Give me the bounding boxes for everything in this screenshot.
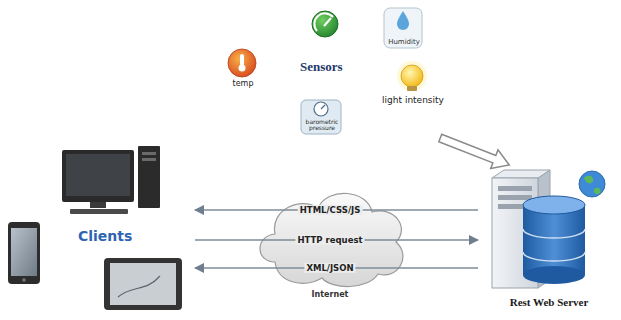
group-title: Sensors [300,60,343,75]
database-band [523,229,585,238]
tablet-body [8,222,40,284]
gauge-arc [314,13,333,31]
screen [66,154,130,196]
tower [138,146,160,208]
server-symbol [492,170,605,288]
tablet-body [104,258,182,310]
connector-label: HTML/CSS/JS [298,205,363,215]
globe [579,171,605,197]
tower-top [492,170,550,178]
sensor-name: temp [222,79,264,88]
sensor-icon [312,11,338,37]
server-node: Rest Web Server [478,165,620,318]
network-label: Internet [312,290,349,300]
monitor [62,150,134,202]
sensor-group: Sensors Humidity temp light intensity barome… [215,2,471,138]
home-button [22,278,26,282]
tablet [8,222,40,284]
drive-bay [142,158,156,161]
sensor-name: barometric pressure [300,119,344,132]
pen-stroke [118,276,160,297]
database-body [523,205,585,275]
drive-bay [498,195,532,200]
group-title: Clients [78,228,132,244]
thermometer-bulb [239,65,246,72]
connector-label: XML/JSON [304,263,355,273]
database-top [523,196,585,214]
glow [397,61,427,91]
gauge-needle [324,18,331,26]
globe-land [594,188,601,194]
connector-label: HTTP request [295,235,364,245]
drive-bay [142,152,156,155]
bulb-base [407,86,417,91]
globe-land [584,176,593,184]
data-flow-arrow [439,134,509,168]
sensor-icon: barometric pressure [300,100,344,135]
gauge-needle [321,105,325,109]
keyboard [70,209,128,214]
tablet-screen [11,228,37,276]
thermometer-stem [240,54,244,66]
sensor-icon: Humidity [383,8,425,50]
icon-disc [228,49,256,77]
sensor-icon: temp [222,48,264,92]
database-band [523,252,585,261]
drive-bay [498,186,532,191]
gauge-icon [312,11,338,37]
sensor-icon: light intensity [362,62,464,112]
server-name: Rest Web Server [478,296,620,309]
drop-symbol [397,11,409,30]
database-bottom [523,266,585,284]
sensor-name: Humidity [383,38,425,46]
bulb [401,65,423,87]
light-icon [397,61,427,91]
monitor-stand [90,202,106,208]
temp-icon [228,49,256,77]
tablet-pc [104,258,182,310]
client-group: Clients [0,140,195,318]
sensor-name: light intensity [362,95,464,105]
gauge-dial [314,102,328,116]
tablet-screen [110,263,176,305]
desktop-computer [62,146,160,214]
